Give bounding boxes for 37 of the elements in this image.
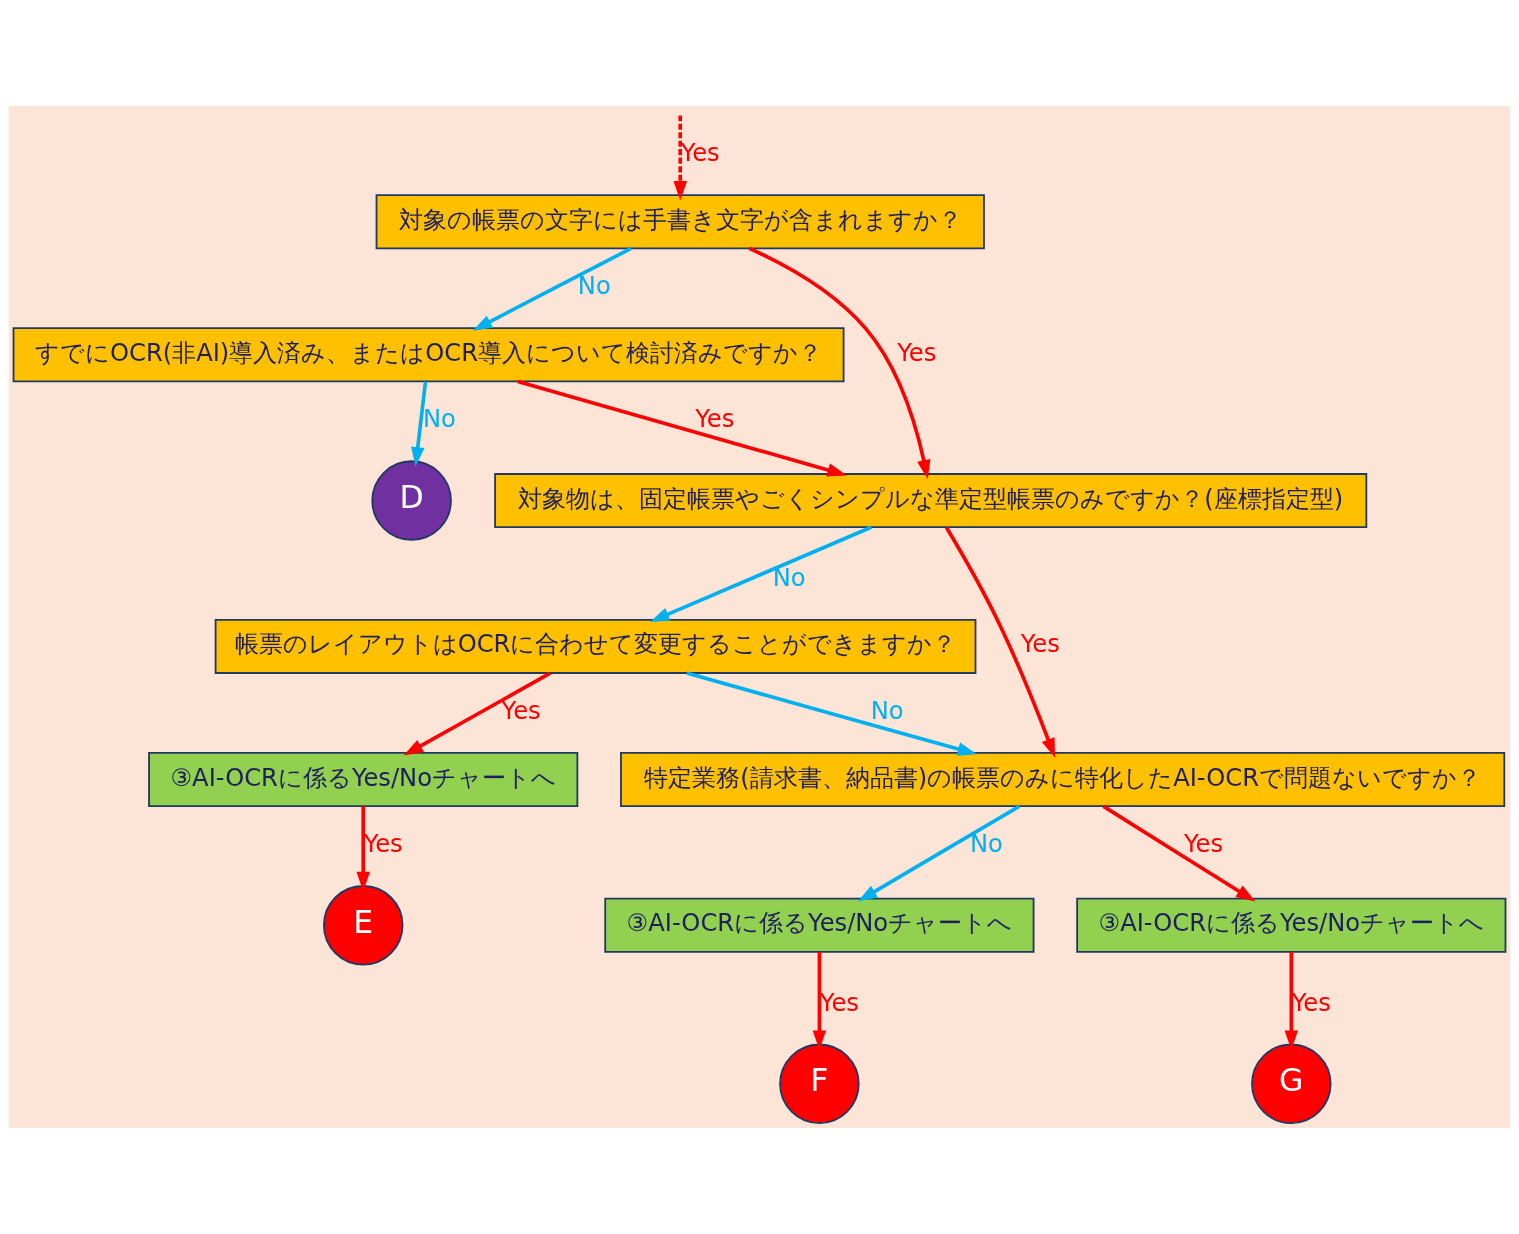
edge-label: No — [577, 272, 611, 301]
edge-label: Yes — [363, 830, 403, 859]
edge-label: No — [772, 563, 806, 592]
edge-label: Yes — [1020, 630, 1060, 659]
arrow — [403, 671, 552, 756]
arrow — [944, 526, 1056, 758]
node-box: すでにOCR(非AI)導入済み、またはOCR導入について検討済みですか？ — [12, 327, 845, 383]
arrow — [1102, 804, 1256, 902]
edge-label: Yes — [501, 697, 541, 726]
arrow — [686, 671, 977, 756]
node-box: 対象物は、固定帳票やごくシンプルな準定型帳票のみですか？(座標指定型) — [494, 473, 1368, 529]
edge-label: Yes — [819, 988, 859, 1017]
node-box: ③AI-OCRに係るYes/Noチャートへ — [148, 752, 579, 808]
edge-label: No — [422, 405, 456, 434]
node-box: 帳票のレイアウトはOCRに合わせて変更することができますか？ — [214, 618, 977, 674]
edge-label: Yes — [897, 338, 937, 367]
node-circle: F — [779, 1043, 860, 1125]
arrow — [517, 379, 847, 477]
node-box: 対象の帳票の文字には手書き文字が含まれますか？ — [375, 194, 985, 250]
edge-label: Yes — [1184, 830, 1224, 859]
arrow — [650, 525, 872, 622]
node-circle: E — [322, 885, 404, 966]
arrow — [748, 246, 931, 480]
edge-label: No — [870, 697, 904, 726]
edge-label: No — [969, 830, 1003, 859]
node-circle: G — [1251, 1043, 1332, 1125]
edge-label: Yes — [1291, 988, 1331, 1017]
node-box: ③AI-OCRに係るYes/Noチャートへ — [604, 897, 1035, 953]
arrow — [472, 246, 632, 331]
edge-label: Yes — [680, 139, 720, 168]
edge-label: Yes — [695, 405, 735, 434]
node-circle: D — [371, 460, 452, 541]
node-box: ③AI-OCRに係るYes/Noチャートへ — [1076, 897, 1507, 953]
node-box: 特定業務(請求書、納品書)の帳票のみに特化したAI-OCRで問題ないですか？ — [620, 752, 1506, 808]
arrow — [857, 804, 1021, 902]
arrow — [673, 115, 688, 201]
arrow — [411, 381, 428, 467]
